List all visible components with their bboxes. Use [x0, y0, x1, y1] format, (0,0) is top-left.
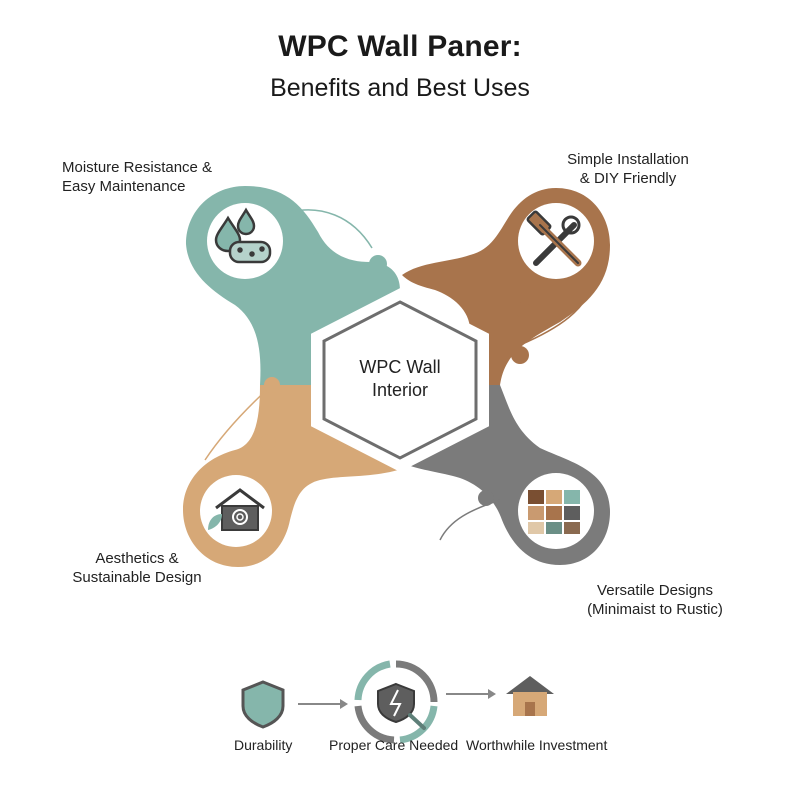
- flow-arrow-1: [298, 699, 348, 709]
- flow-label-care: Proper Care Needed: [329, 737, 459, 753]
- flow-house-icon: [506, 676, 554, 716]
- flow-label-investment: Worthwhile Investment: [466, 737, 608, 753]
- flow-shield-icon: [241, 680, 285, 729]
- flow-label-durability: Durability: [234, 737, 293, 753]
- label-moisture-line1: Moisture Resistance &: [62, 159, 213, 176]
- label-installation-line1: Simple Installation: [567, 151, 689, 168]
- label-installation: Simple Installation & DIY Friendly: [548, 150, 708, 188]
- label-aesthetics: Aesthetics & Sustainable Design: [62, 549, 212, 587]
- eco-house-icon: [208, 488, 265, 531]
- center-label-line2: Interior: [371, 380, 429, 400]
- center-hexagon: [311, 288, 489, 472]
- label-moisture-line2: Easy Maintenance: [62, 178, 186, 195]
- label-versatile-line2: (Minimaist to Rustic): [587, 601, 723, 618]
- label-installation-line2: & DIY Friendly: [579, 170, 677, 187]
- material-swatches-icon: [528, 490, 580, 534]
- label-aesthetics-line2: Sustainable Design: [72, 569, 202, 586]
- center-label-line1: WPC Wall: [359, 357, 441, 377]
- flow-arrow-2: [446, 689, 496, 699]
- label-aesthetics-line1: Aesthetics &: [95, 550, 179, 567]
- page-subtitle: Benefits and Best Uses: [270, 74, 530, 102]
- water-drops-sponge-icon: [214, 207, 272, 264]
- care-cycle-shield-icon: [354, 660, 438, 744]
- label-moisture: Moisture Resistance & Easy Maintenance: [62, 158, 212, 196]
- hammer-wrench-icon: [526, 210, 582, 267]
- center-label: WPC Wall Interior: [320, 356, 480, 402]
- page-title: WPC Wall Paner:: [278, 30, 522, 63]
- label-versatile: Versatile Designs (Minimaist to Rustic): [570, 581, 740, 619]
- label-versatile-line1: Versatile Designs: [597, 582, 713, 599]
